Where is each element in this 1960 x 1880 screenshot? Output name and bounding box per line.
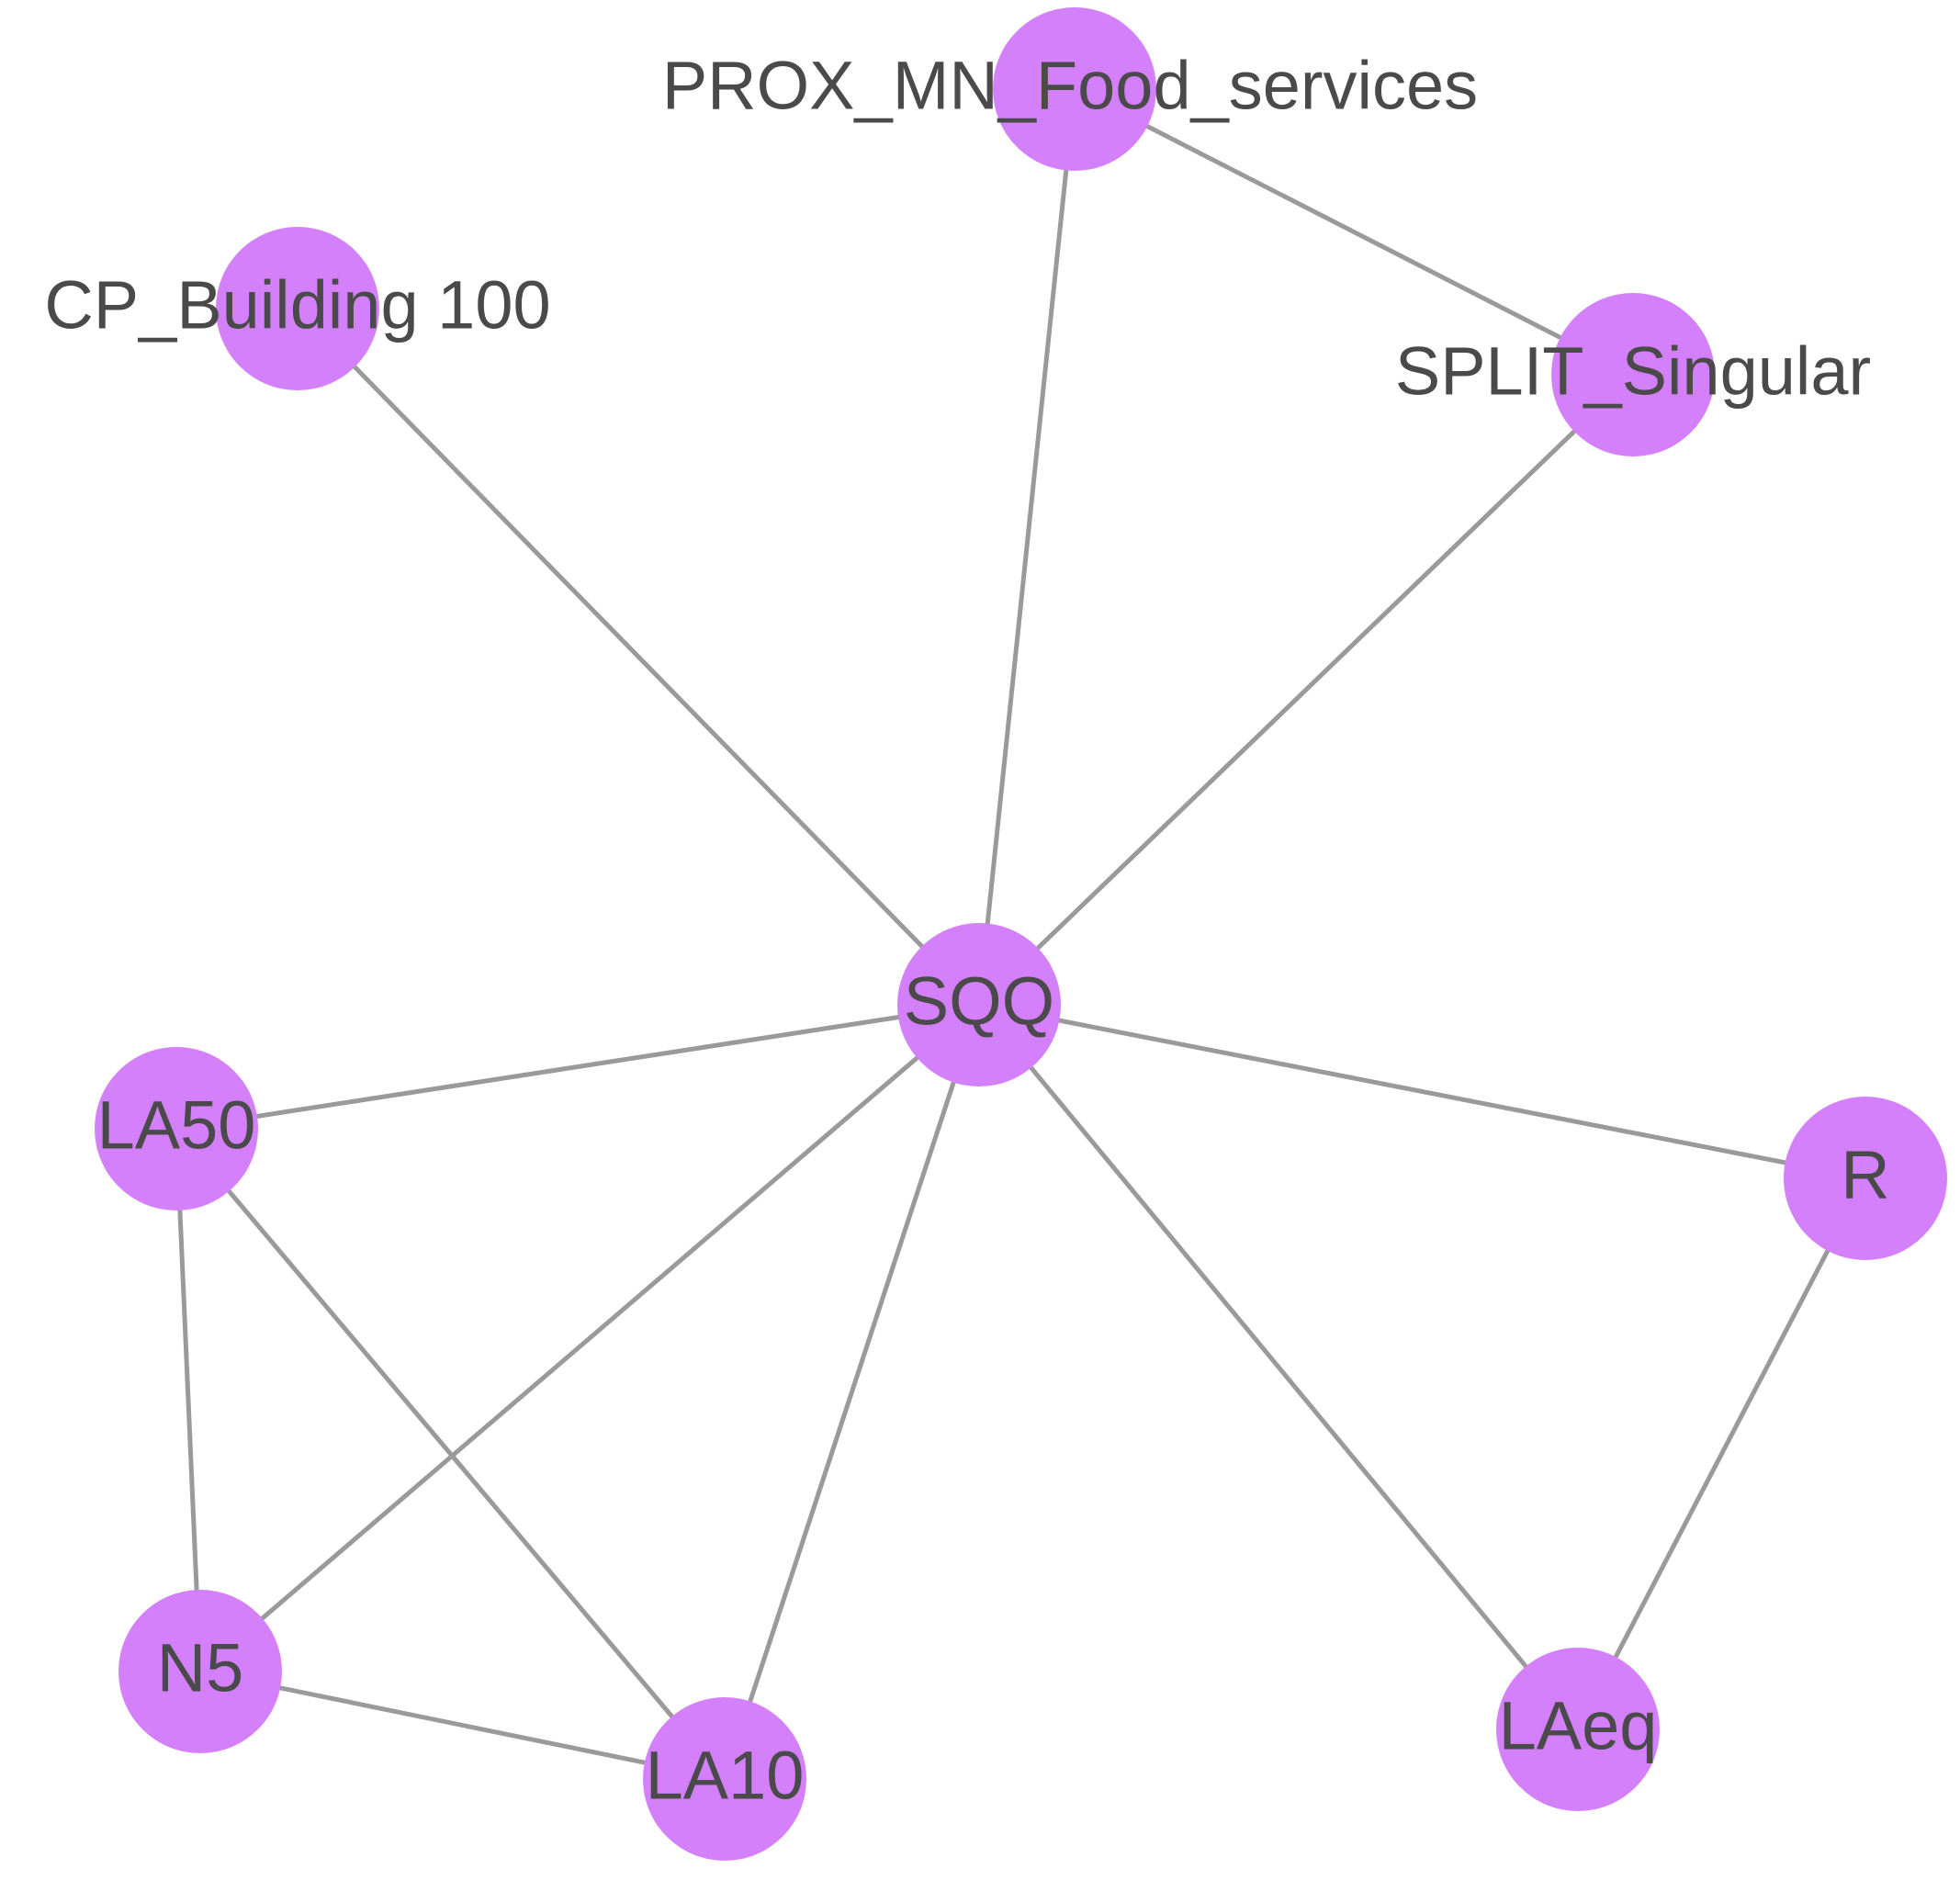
edge-prox-sqq xyxy=(976,86,1077,1008)
node-prox: PROX_MN_Food_services xyxy=(662,7,1478,171)
edge-r-laeq xyxy=(1575,1176,1868,1732)
node-circle-split xyxy=(1551,293,1715,456)
node-circle-cp xyxy=(216,227,379,390)
node-circle-la10 xyxy=(643,1697,806,1861)
edge-la50-n5 xyxy=(174,1126,203,1674)
edge-sqq-la50 xyxy=(174,1002,982,1131)
edge-sqq-r xyxy=(976,1002,1868,1181)
node-laeq: LAeq xyxy=(1496,1648,1660,1811)
edge-sqq-n5 xyxy=(197,1002,982,1674)
node-cp: CP_Building 100 xyxy=(44,227,551,390)
node-n5: N5 xyxy=(118,1590,282,1753)
edge-sqq-laeq xyxy=(976,1002,1581,1732)
node-circle-laeq xyxy=(1496,1648,1660,1811)
node-sqq: SQQ xyxy=(897,923,1061,1086)
edge-n5-la10 xyxy=(197,1669,727,1782)
node-label-r: R xyxy=(1841,1137,1889,1213)
node-label-cp: CP_Building 100 xyxy=(44,267,550,343)
node-label-sqq: SQQ xyxy=(904,963,1054,1040)
edge-split-sqq xyxy=(976,372,1636,1008)
edge-cp-sqq xyxy=(295,306,982,1008)
edge-prox-split xyxy=(1072,86,1636,377)
edges-layer xyxy=(174,86,1868,1782)
node-label-n5: N5 xyxy=(157,1630,244,1706)
node-circle-la50 xyxy=(95,1047,258,1210)
node-circle-sqq xyxy=(897,923,1061,1086)
node-label-la10: LA10 xyxy=(646,1738,805,1814)
edge-la50-la10 xyxy=(174,1126,727,1782)
node-circle-prox xyxy=(993,7,1156,171)
node-label-prox: PROX_MN_Food_services xyxy=(662,48,1478,124)
node-circle-n5 xyxy=(118,1590,282,1753)
node-circle-r xyxy=(1784,1097,1947,1260)
node-la10: LA10 xyxy=(643,1697,806,1861)
node-label-laeq: LAeq xyxy=(1499,1688,1658,1764)
node-r: R xyxy=(1784,1097,1947,1260)
node-label-la50: LA50 xyxy=(97,1087,256,1164)
node-split: SPLIT_Singular xyxy=(1395,293,1871,456)
node-label-split: SPLIT_Singular xyxy=(1395,333,1871,410)
edge-sqq-la10 xyxy=(722,1002,982,1782)
node-la50: LA50 xyxy=(95,1047,258,1210)
